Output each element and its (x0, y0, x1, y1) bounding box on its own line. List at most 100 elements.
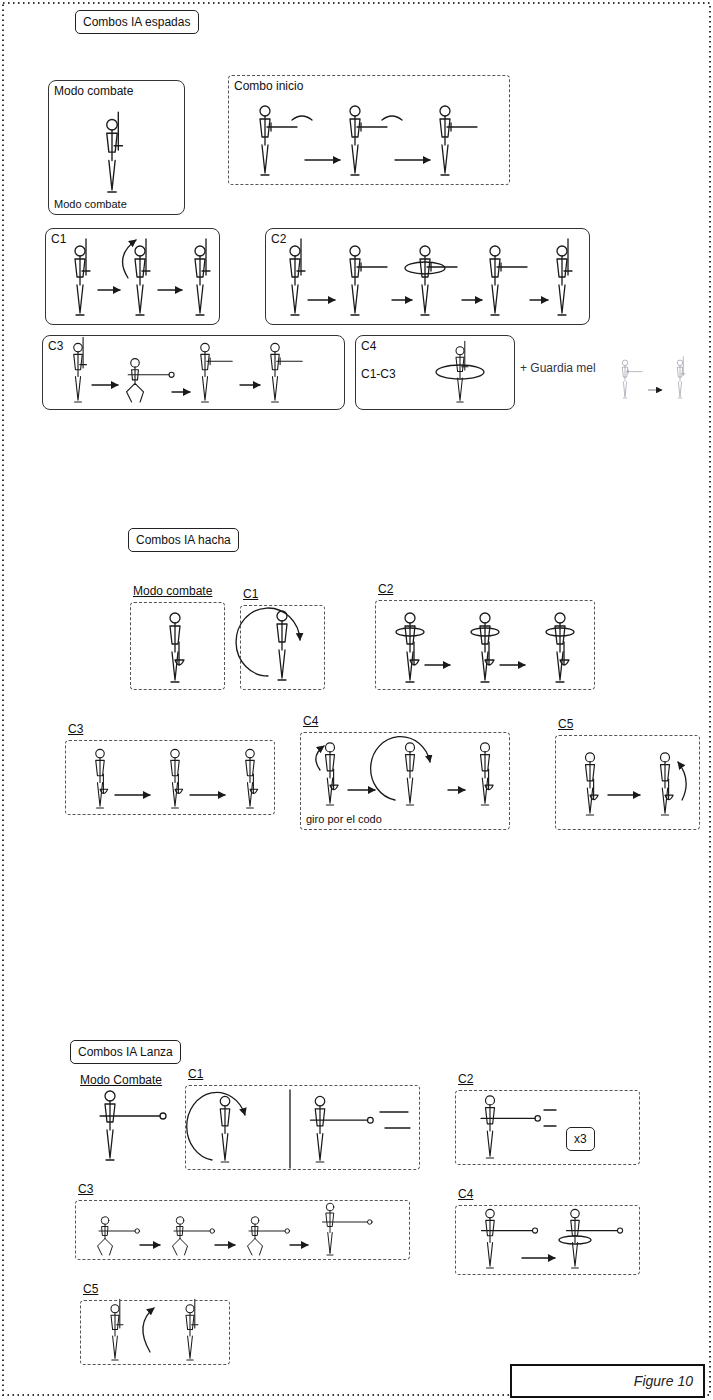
combo-box: C5 (80, 1300, 230, 1365)
combo-label: C4 (361, 339, 376, 353)
margin-note: + Guardia mel (520, 361, 596, 375)
stick-figure (405, 613, 419, 682)
combo-box: C1 (45, 228, 220, 325)
motion-arrow (316, 746, 324, 770)
stick-figure (127, 359, 175, 402)
motion-arrow (544, 1110, 556, 1126)
stick-figure (98, 1217, 140, 1255)
stick-figure (107, 112, 123, 192)
combo-label: Combos IA hacha (136, 533, 231, 547)
motion-arrow (290, 1244, 308, 1245)
combo-label: Modo combate (54, 84, 133, 98)
motion-arrow (678, 762, 686, 800)
combo-note: C1-C3 (361, 367, 396, 381)
combo-box: C1 (185, 1085, 420, 1170)
stick-figure (482, 1209, 538, 1268)
stance-box: Modo Combate (75, 1070, 175, 1165)
sketch-stroke (74, 106, 572, 402)
stick-figure (481, 743, 494, 805)
stick-figure (622, 360, 642, 398)
combo-box: Combo inicio (228, 75, 510, 185)
combo-box: C4 (455, 1205, 640, 1275)
stance-box: Modo combate (130, 602, 225, 690)
motion-arrow (92, 384, 118, 385)
motion-arrow (140, 1244, 160, 1245)
combo-box: C3 (65, 740, 275, 815)
motion-arrow (371, 737, 430, 800)
stick-figure (173, 1217, 215, 1255)
motion-arrow (348, 789, 375, 790)
combo-label: C4 (303, 714, 318, 728)
stick-figure (311, 1096, 374, 1162)
stick-figure (248, 1217, 290, 1255)
combo-label: C2 (271, 232, 286, 246)
motion-arrow (648, 389, 662, 390)
motion-arrow (292, 116, 402, 120)
combo-label: C5 (558, 717, 573, 731)
spin-mark (559, 1236, 591, 1244)
combo-label: C4 (458, 1187, 473, 1201)
motion-arrow (462, 299, 482, 300)
combo-note: giro por el codo (306, 812, 382, 826)
stick-figure (481, 1096, 540, 1158)
stick-figure (111, 1299, 123, 1360)
figure-caption: Figure 10 (512, 1366, 703, 1390)
stick-figure (323, 1203, 373, 1255)
motion-arrow (608, 794, 640, 795)
sketch-stroke (622, 356, 685, 398)
stick-figure (290, 239, 305, 315)
motion-arrow (172, 391, 190, 392)
stick-figure (586, 753, 599, 815)
motion-arrow (236, 608, 300, 676)
stick-figure (260, 106, 297, 175)
motion-arrow (115, 794, 150, 795)
stick-figure (480, 613, 494, 682)
combo-label: C3 (68, 722, 83, 736)
combo-label: C1 (188, 1067, 203, 1081)
spin-mark (405, 262, 445, 274)
stick-figure (440, 106, 477, 175)
stick-figure (326, 743, 339, 805)
stick-figure (170, 613, 184, 682)
combo-label: x3 (574, 1132, 587, 1146)
stick-figure (677, 356, 685, 398)
stick-figure (75, 239, 90, 315)
spin-mark (471, 628, 499, 636)
motion-arrow (158, 289, 182, 290)
combo-box: C3 (42, 335, 345, 410)
combo-box: C1 (240, 605, 325, 690)
motion-arrow (522, 1257, 555, 1258)
stick-figure (171, 749, 183, 808)
spin-mark (396, 628, 424, 636)
combo-label: C3 (48, 339, 63, 353)
motion-arrow (305, 159, 340, 160)
motion-arrow (395, 159, 430, 160)
combo-label: C1 (243, 587, 258, 601)
stick-figure (406, 743, 415, 805)
motion-arrow (98, 289, 120, 290)
motion-arrow (215, 1244, 235, 1245)
stick-figure (420, 246, 457, 315)
combo-box: C4C1-C3 (355, 335, 515, 410)
stick-figure (567, 1209, 623, 1268)
stick-figure (557, 239, 572, 315)
motion-arrow (123, 240, 136, 278)
section-heading: Combos IA Lanza (70, 1040, 181, 1064)
combo-label: Modo combate (133, 584, 212, 598)
motion-arrow (392, 299, 412, 300)
motion-arrow (500, 664, 525, 665)
motion-arrow (448, 789, 465, 790)
motion-arrow (530, 299, 548, 300)
stick-figure (74, 337, 87, 402)
motion-arrow (187, 1092, 245, 1160)
stick-figure (220, 1096, 230, 1162)
stick-figure (555, 613, 569, 682)
combo-label: C2 (458, 1072, 473, 1086)
motion-arrow (308, 299, 335, 300)
combo-label: Combos IA espadas (83, 15, 190, 29)
stick-figure (661, 753, 674, 815)
motion-arrow (143, 1308, 154, 1352)
section-heading: Combos IA espadas (75, 10, 199, 34)
combo-box: C4giro por el codo (300, 732, 510, 830)
combo-label: C2 (378, 582, 393, 596)
